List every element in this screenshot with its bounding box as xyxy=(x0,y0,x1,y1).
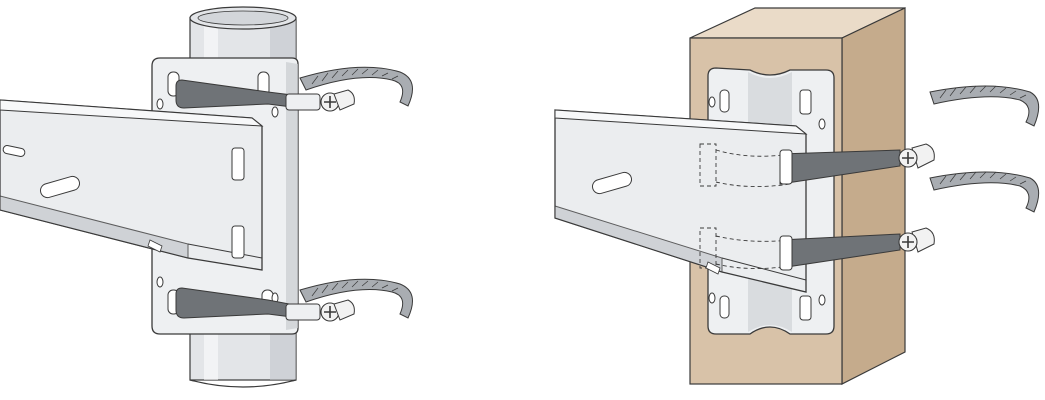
wall-middle-strap-tail xyxy=(930,172,1039,212)
wall-mount-panel xyxy=(555,8,1039,384)
pole-bottom-screw-icon xyxy=(321,300,354,321)
pole-top-screw-icon xyxy=(321,90,354,111)
wall-arm xyxy=(555,110,806,292)
pole-arm xyxy=(0,100,262,270)
pole-mount-panel xyxy=(0,7,413,387)
